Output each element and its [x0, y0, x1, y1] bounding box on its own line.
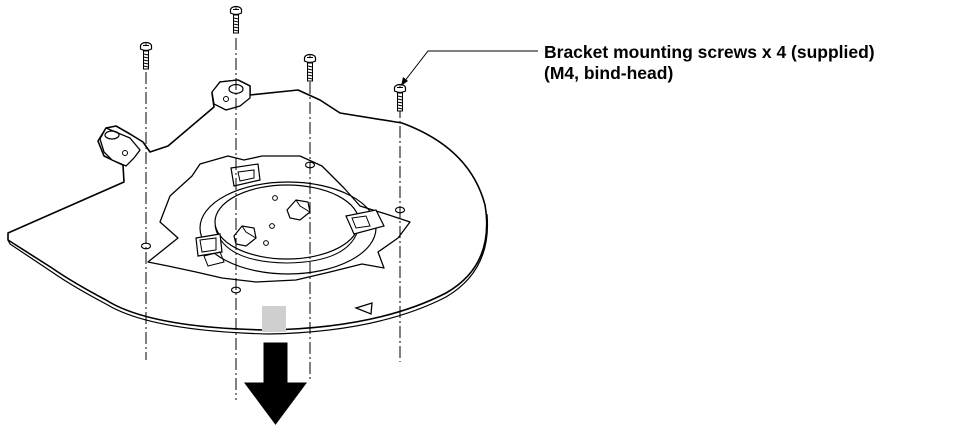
- mounting-screw: [393, 83, 407, 112]
- callout-leader-line: [403, 50, 538, 83]
- mounting-screw: [139, 41, 153, 70]
- callout-line-1: Bracket mounting screws x 4 (supplied): [544, 42, 875, 62]
- plate-thickness-edge: [7, 213, 489, 335]
- screw-callout-label: Bracket mounting screws x 4 (supplied) (…: [544, 42, 964, 84]
- latch-clip: [195, 233, 225, 267]
- left-mounting-tab: [99, 127, 141, 167]
- hub-hole: [269, 223, 275, 229]
- hub-bottom-edge: [214, 225, 360, 264]
- hub-hole: [272, 195, 278, 201]
- hub-plate: [214, 184, 360, 260]
- callout-line-2: (M4, bind-head): [544, 63, 674, 83]
- latch-clip: [345, 209, 385, 235]
- front-marker: [262, 306, 286, 332]
- down-arrow-icon: [244, 342, 307, 425]
- hub-hole: [263, 240, 269, 246]
- mounting-screw: [229, 5, 243, 34]
- callout-leader-arrowhead: [401, 77, 408, 86]
- direction-triangle-mark: [354, 302, 373, 315]
- mounting-screw: [303, 53, 317, 82]
- latch-clip: [230, 163, 261, 187]
